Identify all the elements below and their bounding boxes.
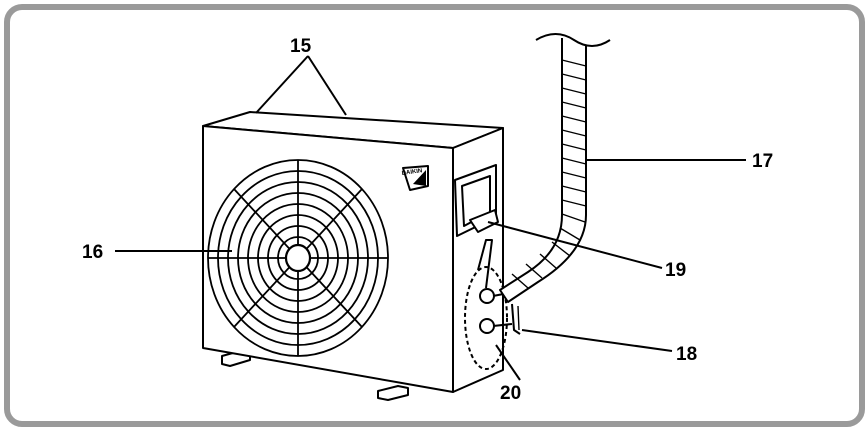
drain-hose: [511, 303, 521, 335]
stop-valves: [464, 239, 515, 370]
service-cover: [454, 164, 499, 237]
refrigerant-pipe: [499, 38, 587, 303]
callout-18: 18: [676, 344, 697, 365]
callout-19: 19: [665, 260, 686, 281]
callout-17: 17: [752, 151, 773, 172]
fan-guard: [207, 159, 389, 357]
callout-20: 20: [500, 383, 521, 404]
pipe-insulation-wrap: [511, 59, 587, 289]
logo-text: DAIKIN: [401, 168, 422, 177]
callout-16: 16: [82, 242, 103, 263]
callout-15: 15: [290, 36, 312, 57]
brand-logo: [402, 165, 429, 191]
leader-lines: [115, 55, 746, 381]
pipe-top-break: [535, 33, 611, 47]
unit-foot-right: [377, 385, 409, 401]
